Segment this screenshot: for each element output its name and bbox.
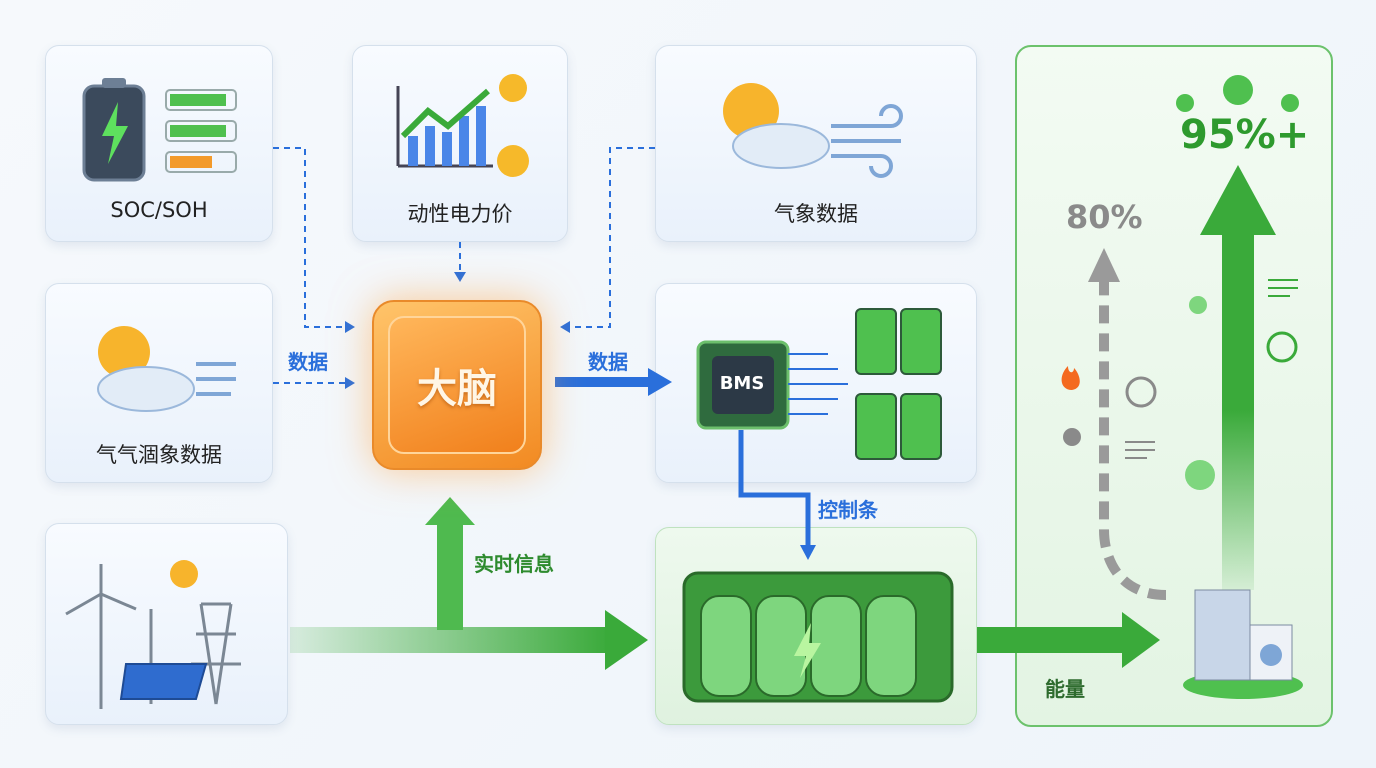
weather-data-card: 气象数据 [655,45,977,242]
price-chart-icon [396,74,529,177]
recycle-energy-green-icon [1266,331,1298,363]
recycle-energy-icon [1125,376,1157,408]
data-in-label: 数据 [288,350,328,374]
low-efficiency-value: 80% [1066,198,1143,236]
data-out-label: 数据 [588,350,628,374]
energy-in-arrow [290,627,610,653]
flow-lines-icon [1125,441,1155,459]
weather-left-label: 气气涸象数据 [96,443,222,467]
gear-icon [1063,428,1081,446]
high-efficiency-value: 95%+ [1180,112,1310,158]
bms-chip-label: BMS [719,373,765,394]
dashed-arrow-weather [570,147,655,328]
bolt-badges-icon [1176,75,1299,490]
dynamic-price-label: 动性电力价 [407,202,513,226]
lightbulb-icon [1189,296,1207,314]
energy-label: 能量 [1045,677,1085,701]
weather-left-card: 气气涸象数据 [45,283,273,483]
weather-icon [723,83,903,178]
renewable-sources-icon [65,560,241,709]
bms-battery-modules-icon [696,308,942,460]
dashed-arrow-soc [273,147,345,328]
weather-data-label: 气象数据 [774,202,858,226]
control-arrow [738,430,811,545]
battery-pack-icon [682,571,954,703]
renewables-card [45,523,288,725]
data-out-arrow [648,368,672,396]
brain-label: 大脑 [388,316,526,454]
bms-card [655,283,977,483]
flow-lines-green-icon [1268,279,1298,297]
flame-icon [1061,366,1080,390]
brain-chip: 大脑 [372,300,542,470]
high-efficiency-arrow [1222,230,1254,590]
soc-soh-label: SOC/SOH [110,198,208,222]
battery-storage-card [655,527,977,725]
low-efficiency-arrow [1099,275,1167,600]
building-icon [1183,589,1303,699]
dynamic-price-card: 动性电力价 [352,45,568,242]
energy-out-arrow [977,627,1127,653]
realtime-label: 实时信息 [474,552,554,576]
battery-status-icon [82,78,237,182]
soc-soh-card: SOC/SOH [45,45,273,242]
control-label: 控制条 [818,498,878,522]
weather-icon [97,326,236,412]
